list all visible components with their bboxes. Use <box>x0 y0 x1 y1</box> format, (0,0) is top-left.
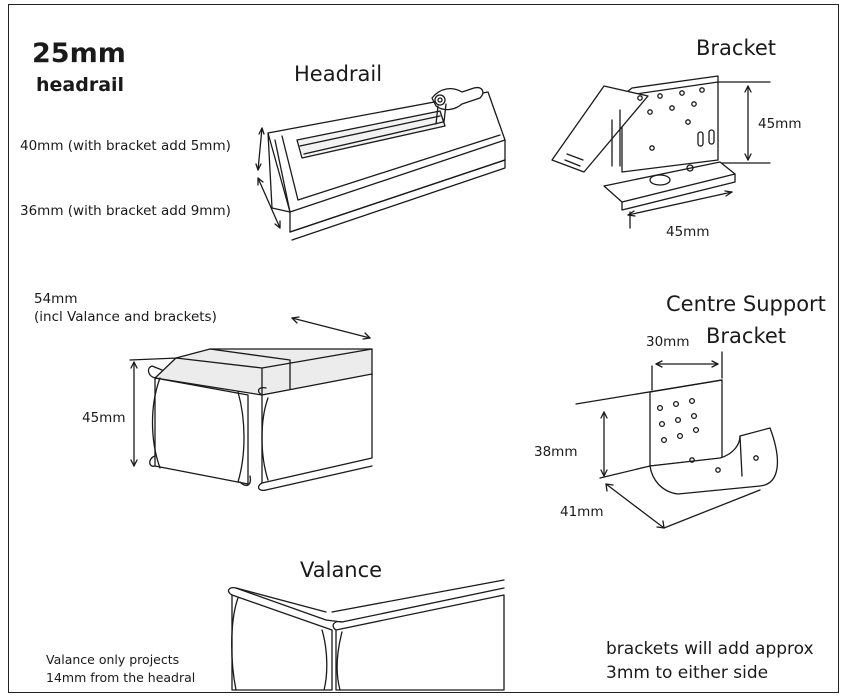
bracket-height-label: 45mm <box>758 116 802 132</box>
centre-support-heading-line1: Centre Support <box>666 292 826 316</box>
headrail-drawing <box>267 86 506 241</box>
headrail-heading: Headrail <box>294 62 383 86</box>
headrail-height-label: 40mm (with bracket add 5mm) <box>20 138 231 154</box>
valance-projection-note: (incl Valance and brackets) <box>34 309 217 325</box>
headrail-valance-drawing <box>129 316 373 492</box>
headrail-dimension-arrows <box>255 127 281 229</box>
valance-height-label: 45mm <box>82 410 126 426</box>
brackets-note-line2: 3mm to either side <box>606 663 769 683</box>
bracket-heading: Bracket <box>696 36 777 60</box>
valance-drawing <box>227 579 505 691</box>
valance-heading: Valance <box>300 558 383 582</box>
title-size: 25mm <box>32 38 126 69</box>
centre-support-heading-line2: Bracket <box>706 324 787 348</box>
valance-note-line2: 14mm from the headral <box>46 670 196 685</box>
centre-depth-label: 41mm <box>560 504 604 520</box>
centre-support-drawing <box>575 351 779 529</box>
centre-top-label: 30mm <box>646 334 690 350</box>
valance-projection-label: 54mm <box>34 291 78 307</box>
centre-height-label: 38mm <box>534 444 578 460</box>
bracket-width-label: 45mm <box>666 224 710 240</box>
headrail-depth-label: 36mm (with bracket add 9mm) <box>20 203 231 219</box>
diagram-frame <box>8 4 839 693</box>
valance-note-line1: Valance only projects <box>46 652 180 667</box>
bracket-drawing <box>551 75 771 229</box>
title-product: headrail <box>36 74 125 96</box>
brackets-note-line1: brackets will add approx <box>606 639 814 659</box>
